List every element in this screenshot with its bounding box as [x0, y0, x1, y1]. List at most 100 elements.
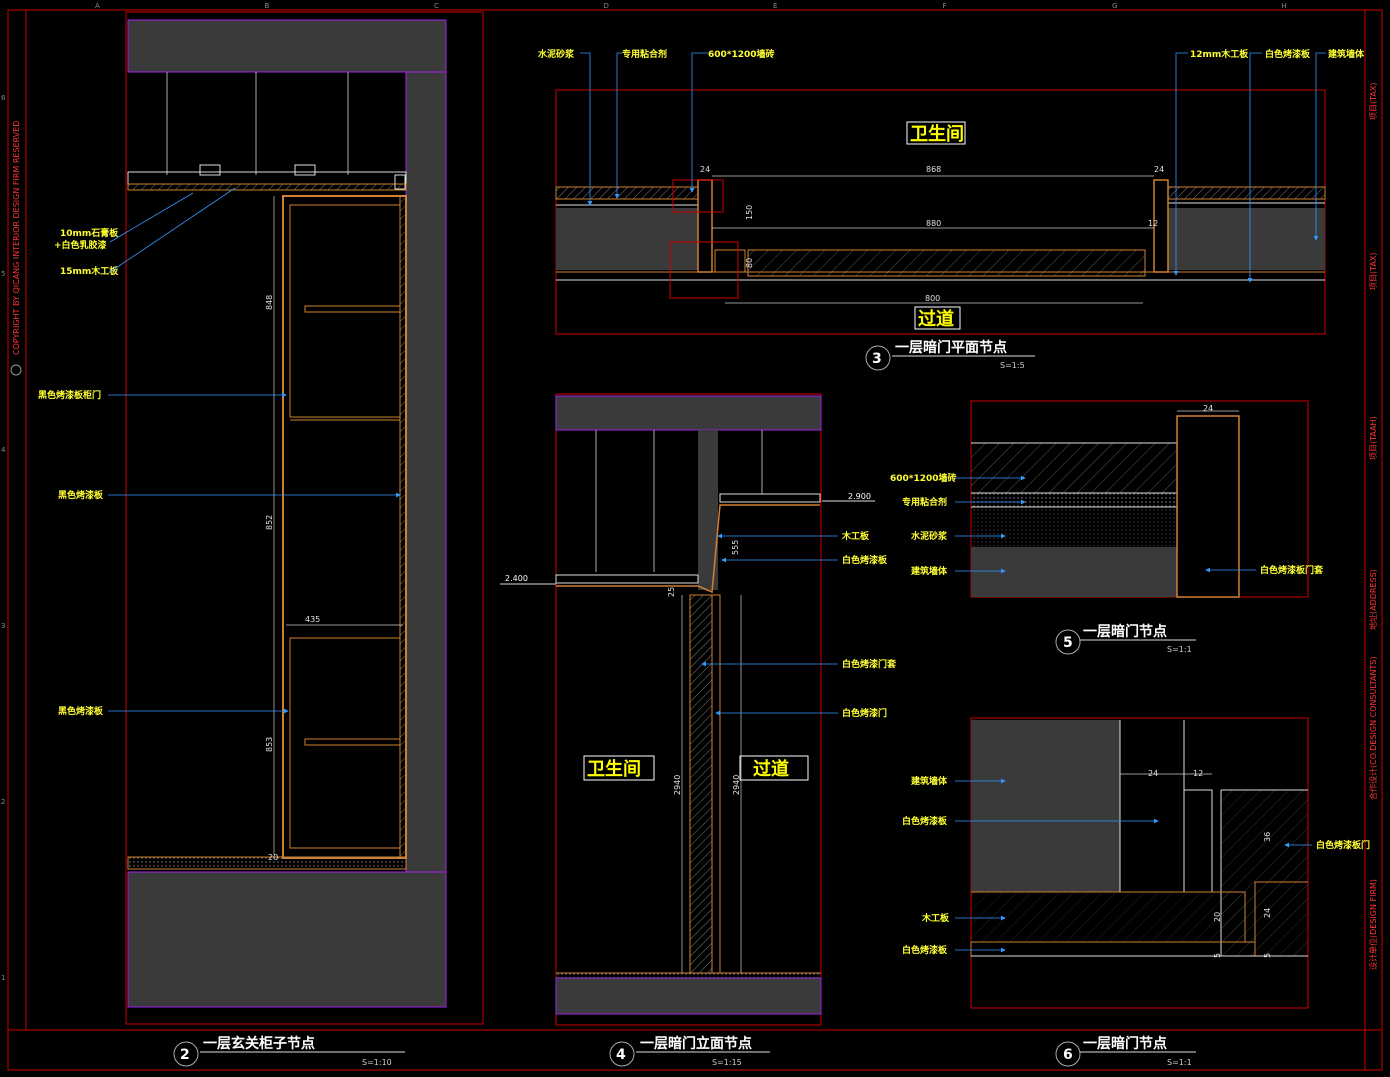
detail-2-title-block: 2 一层玄关柜子节点 S=1:10 — [173, 1035, 405, 1067]
label-door-frame: 白色烤漆门套 — [842, 658, 897, 670]
dim-24-d6a: 24 — [1148, 769, 1158, 778]
detail-6-title-block: 6 一层暗门节点 S=1:1 — [1055, 1035, 1196, 1067]
label-building-wall: 建筑墙体 — [1328, 48, 1365, 60]
title-block-label: 项目(TAAH) — [1369, 416, 1378, 460]
room-corridor: 过道 — [918, 308, 954, 330]
label-12mm-board: 12mm木工板 — [1190, 48, 1249, 60]
dim-25: 25 — [667, 587, 676, 597]
label-white-latex: +白色乳胶漆 — [54, 239, 107, 251]
label-wall-tile-2: 600*1200墙砖 — [890, 472, 957, 484]
dim-24b: 24 — [1154, 165, 1164, 174]
label-white-panel-2: 白色烤漆板 — [842, 554, 888, 566]
dim-800: 800 — [925, 294, 940, 303]
grid-row-4: 4 — [1, 446, 6, 454]
dim-36: 36 — [1263, 832, 1272, 842]
detail-5-title: 一层暗门节点 — [1083, 623, 1167, 640]
grid-row-5: 5 — [1, 270, 5, 278]
label-wall-tile: 600*1200墙砖 — [708, 48, 775, 60]
title-block-labels: 项目(TAX)项目(TAX)项目(TAAH)地址(ADDRESS)合作设计(CO… — [1368, 83, 1378, 970]
grid-column-labels: A B C D E F G H — [95, 2, 1287, 10]
grid-col-F: F — [943, 2, 947, 10]
label-wall-3: 建筑墙体 — [911, 775, 948, 787]
detail-3-scale: S=1:5 — [1000, 361, 1025, 370]
dim-5a: 5 — [1213, 953, 1222, 958]
copyright-text: COPYRIGHT BY QICANG INTERIOR DESIGN FIRM… — [12, 121, 21, 355]
detail-6-number: 6 — [1063, 1047, 1073, 1063]
label-white-panel-3: 白色烤漆板 — [902, 815, 948, 827]
dim-12-d6: 12 — [1193, 769, 1203, 778]
label-wall-2: 建筑墙体 — [911, 565, 948, 577]
label-white-door-3: 白色烤漆板门 — [1316, 839, 1370, 851]
dim-20: 20 — [268, 853, 278, 862]
grid-row-3: 3 — [1, 622, 5, 630]
detail-6: 24 12 36 20 24 5 5 建筑墙体 白色烤漆板 木工板 白色烤漆板 … — [902, 717, 1370, 1009]
detail-6-title: 一层暗门节点 — [1083, 1035, 1167, 1052]
dim-20-d6: 20 — [1213, 912, 1222, 922]
label-wood-board: 木工板 — [841, 530, 870, 542]
grid-row-labels: 6 5 4 3 2 1 — [1, 94, 6, 982]
label-black-door: 黑色烤漆板柜门 — [38, 389, 101, 401]
room-bathroom-2: 卫生间 — [587, 758, 641, 780]
detail-2-title: 一层玄关柜子节点 — [203, 1035, 315, 1052]
detail-5: 24 600*1200墙砖 专用粘合剂 水泥砂浆 建筑墙体 白色烤漆板门套 5 … — [890, 400, 1324, 655]
title-block-label: 项目(TAX) — [1369, 253, 1378, 290]
title-block-label: 地址(ADDRESS) — [1368, 569, 1378, 630]
label-gypsum-board: 10mm石膏板 — [60, 227, 119, 239]
detail-3-number: 3 — [872, 351, 882, 367]
sheet-border — [7, 9, 1383, 1071]
grid-col-A: A — [95, 2, 100, 10]
label-15mm-board: 15mm木工板 — [60, 265, 119, 277]
dim-2940b: 2940 — [732, 775, 741, 795]
label-adhesive: 专用粘合剂 — [622, 48, 667, 60]
grid-col-G: G — [1112, 2, 1117, 10]
label-cement-2: 水泥砂浆 — [911, 530, 948, 542]
dim-12: 12 — [1148, 219, 1158, 228]
label-cement-mortar: 水泥砂浆 — [538, 48, 575, 60]
dim-5b: 5 — [1263, 953, 1272, 958]
dim-848: 848 — [265, 295, 274, 310]
label-wood-3: 木工板 — [921, 912, 950, 924]
grid-row-2: 2 — [1, 798, 5, 806]
dim-852: 852 — [265, 515, 274, 530]
label-white-panel-4: 白色烤漆板 — [902, 944, 948, 956]
dim-555: 555 — [731, 540, 740, 555]
grid-col-E: E — [773, 2, 777, 10]
detail-4: 卫生间 过道 2.900 2.400 555 25 2940 2940 木工板 … — [500, 393, 897, 1026]
detail-4-scale: S=1:15 — [712, 1058, 742, 1067]
grid-col-B: B — [265, 2, 270, 10]
detail-4-title-block: 4 一层暗门立面节点 S=1:15 — [609, 1035, 770, 1067]
title-block-label: 设计单位(DESIGN FIRM) — [1368, 879, 1378, 970]
detail-5-number: 5 — [1063, 635, 1073, 651]
dim-868: 868 — [926, 165, 941, 174]
dim-853: 853 — [265, 737, 274, 752]
dim-24-d6b: 24 — [1263, 908, 1272, 918]
label-frame-2: 白色烤漆板门套 — [1260, 564, 1324, 576]
detail-2-number: 2 — [180, 1047, 190, 1063]
detail-3-title: 一层暗门平面节点 — [895, 339, 1007, 356]
detail-2-scale: S=1:10 — [362, 1058, 392, 1067]
detail-4-title: 一层暗门立面节点 — [640, 1035, 752, 1052]
detail-4-number: 4 — [616, 1047, 626, 1063]
dim-24-d5: 24 — [1203, 404, 1213, 413]
grid-col-C: C — [434, 2, 439, 10]
dim-2940a: 2940 — [673, 775, 682, 795]
label-adhesive-2: 专用粘合剂 — [902, 496, 947, 508]
dim-435: 435 — [305, 615, 320, 624]
grid-col-H: H — [1282, 2, 1287, 10]
grid-row-6: 6 — [1, 94, 6, 102]
dim-150: 150 — [745, 205, 754, 220]
dim-24a: 24 — [700, 165, 710, 174]
detail-2: 848 852 853 435 20 10mm石膏板 +白色乳胶漆 15mm木工… — [38, 11, 484, 1025]
title-block-label: 合作设计(CO.DESIGN CONSULTANTS) — [1368, 656, 1378, 800]
level-2400: 2.400 — [505, 574, 528, 583]
label-black-panel-2: 黑色烤漆板 — [58, 705, 104, 717]
label-black-panel-1: 黑色烤漆板 — [58, 489, 104, 501]
room-corridor-2: 过道 — [753, 758, 789, 780]
grid-row-1: 1 — [1, 974, 5, 982]
detail-5-scale: S=1:1 — [1167, 645, 1192, 654]
dim-880: 880 — [926, 219, 941, 228]
grid-col-D: D — [604, 2, 609, 10]
detail-6-scale: S=1:1 — [1167, 1058, 1192, 1067]
label-white-door: 白色烤漆门 — [842, 707, 887, 719]
